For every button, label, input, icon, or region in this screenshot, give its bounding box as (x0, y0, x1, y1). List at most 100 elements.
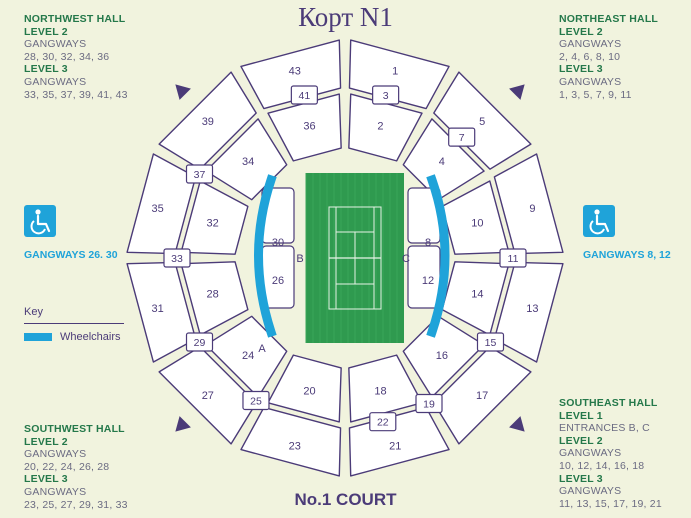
section-label: 19 (423, 398, 435, 410)
level-heading: LEVEL 3 (24, 473, 68, 486)
west-wheelchair-icon (24, 205, 56, 237)
section-label: 7 (459, 132, 465, 144)
gangway-text: 28, 30, 32, 34, 36 (24, 50, 110, 63)
gangway-text: 1, 3, 5, 7, 9, 11 (559, 88, 632, 101)
section-box (185, 164, 214, 184)
section-29: 29 (185, 332, 214, 352)
map-key: Key Wheelchairs (24, 306, 124, 343)
section-box (448, 127, 476, 147)
section-24 (205, 315, 288, 398)
gangway-text: GANGWAYS (559, 485, 622, 498)
hall-name: NORTHEAST HALL (559, 13, 659, 25)
southwest-arrow-icon (175, 416, 191, 432)
section-5 (433, 71, 532, 170)
gangway-text: 23, 25, 27, 29, 31, 33 (24, 498, 128, 511)
section-25: 25 (242, 390, 270, 411)
wheelchair-icon-head (35, 209, 41, 215)
section-label: 22 (377, 417, 389, 429)
gangway-text: GANGWAYS (24, 38, 87, 51)
wheelchair-swatch (24, 333, 52, 341)
southeast-arrow-icon (509, 416, 525, 432)
section-label: 26 (272, 275, 284, 287)
gangway-text: 11, 13, 15, 17, 19, 21 (559, 497, 662, 510)
section-label: 29 (194, 337, 206, 349)
level-heading: LEVEL 2 (559, 434, 603, 447)
east-wheelchair-icon (583, 205, 615, 237)
wheelchair-icon-body (595, 214, 610, 233)
section-label: 5 (479, 116, 485, 128)
key-item-label: Wheelchairs (60, 331, 121, 343)
tennis-court (305, 173, 404, 343)
wheelchair-icon-wheel (589, 220, 605, 235)
level-heading: LEVEL 3 (559, 63, 603, 76)
section-label: 13 (526, 303, 538, 315)
wheelchair-area-west (254, 174, 277, 338)
wheelchair-area-east (426, 174, 450, 338)
gangway-text: 20, 22, 24, 26, 28 (24, 460, 110, 473)
section-26: 26 (261, 245, 295, 309)
entrance-a: A (258, 343, 266, 355)
key-title: Key (24, 306, 43, 318)
gangway-text: 10, 12, 14, 16, 18 (559, 459, 645, 472)
gangway-text: ENTRANCES B, C (559, 422, 650, 435)
section-label: 18 (374, 385, 386, 397)
section-label: 11 (508, 253, 519, 265)
section-32 (180, 180, 249, 255)
section-box (242, 390, 270, 411)
section-label: 21 (389, 440, 401, 452)
key-item-wheelchairs: Wheelchairs (24, 331, 124, 343)
section-box (290, 85, 318, 105)
wheelchair-icon-body (36, 214, 51, 233)
level-heading: LEVEL 2 (24, 435, 68, 448)
gangway-text: GANGWAYS (24, 448, 87, 461)
section-label: 31 (151, 303, 163, 315)
section-label: 3 (383, 90, 389, 102)
section-label: 12 (422, 275, 434, 287)
section-label: 15 (485, 337, 497, 349)
gangway-text: GANGWAYS (559, 447, 622, 460)
level-heading: LEVEL 3 (24, 63, 68, 76)
section-box (372, 85, 400, 105)
gangway-text: GANGWAYS (24, 75, 87, 88)
east-wheelchair-gangways-label: GANGWAYS 8, 12 (583, 249, 671, 261)
section-3: 3 (372, 85, 400, 105)
section-label: 32 (207, 218, 219, 230)
section-box (476, 332, 505, 352)
section-label: 9 (529, 203, 535, 215)
section-label: 2 (377, 121, 383, 133)
section-41: 41 (290, 85, 318, 105)
section-16 (402, 315, 485, 398)
section-label: 1 (392, 66, 398, 78)
section-2 (348, 93, 423, 162)
section-label: 8 (425, 237, 431, 249)
entrance-c: C (402, 253, 410, 265)
section-39 (158, 71, 257, 170)
section-box (415, 393, 443, 414)
level-heading: LEVEL 1 (559, 409, 603, 422)
section-box (185, 332, 214, 352)
northeast-arrow-icon (509, 84, 525, 100)
northwest-arrow-icon (175, 84, 191, 100)
gangway-text: 33, 35, 37, 39, 41, 43 (24, 88, 128, 101)
west-wheelchair-gangways-label: GANGWAYS 26. 30 (24, 249, 118, 261)
level-heading: LEVEL 2 (559, 25, 603, 38)
section-label: 25 (250, 395, 262, 407)
section-19: 19 (415, 393, 443, 414)
section-label: 37 (194, 169, 206, 181)
section-label: 16 (436, 350, 448, 362)
section-7: 7 (448, 127, 476, 147)
wheelchair-icon-head (594, 209, 600, 215)
section-22: 22 (369, 412, 397, 432)
gangway-text: 2, 4, 6, 8, 10 (559, 50, 621, 63)
section-10 (441, 180, 510, 255)
section-15: 15 (476, 332, 505, 352)
section-label: 27 (202, 390, 214, 402)
section-label: 23 (289, 440, 301, 452)
entrance-b: B (296, 253, 303, 265)
section-box (369, 412, 397, 432)
section-label: 33 (171, 253, 183, 265)
section-label: 24 (242, 350, 254, 362)
